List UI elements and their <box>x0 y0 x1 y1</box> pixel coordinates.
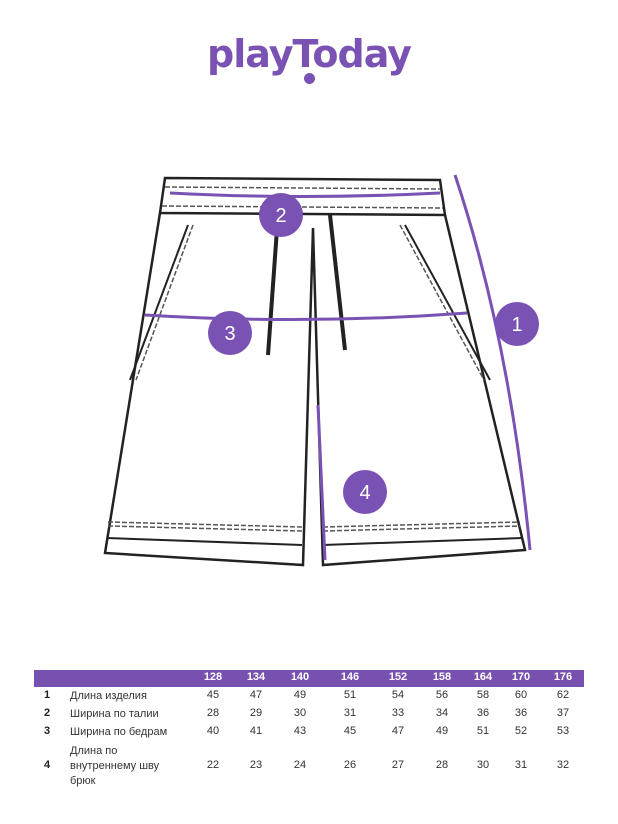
row-label: Ширина по талии <box>70 708 159 720</box>
row-number: 3 <box>44 725 51 737</box>
shorts-diagram: 1 2 3 4 <box>103 174 539 567</box>
table-cell: 31 <box>343 707 357 719</box>
table-header <box>34 670 584 687</box>
row-label: Ширина по бедрам <box>70 726 168 738</box>
table-cell: 51 <box>343 689 357 701</box>
table-cell: 31 <box>514 759 528 771</box>
table-cell: 28 <box>206 707 220 719</box>
table-cell: 26 <box>343 759 357 771</box>
table-cell: 62 <box>556 689 570 701</box>
table-cell: 23 <box>249 759 263 771</box>
row-number: 4 <box>44 759 51 771</box>
table-cell: 40 <box>206 725 220 737</box>
row-number: 1 <box>44 689 51 701</box>
size-header: 152 <box>388 671 408 683</box>
table-cell: 47 <box>391 725 405 737</box>
table-cell: 24 <box>293 759 307 771</box>
logo-dot <box>304 73 315 84</box>
table-cell: 43 <box>293 725 307 737</box>
table-cell: 51 <box>476 725 490 737</box>
size-header: 170 <box>511 671 531 683</box>
brand-logo: playToday <box>207 32 412 76</box>
table-cell: 45 <box>206 689 220 701</box>
table-cell: 30 <box>293 707 307 719</box>
table-cell: 54 <box>391 689 405 701</box>
row-label: Длина по внутреннему шву брюк <box>70 745 160 787</box>
size-header: 158 <box>432 671 452 683</box>
marker-label-1: 1 <box>511 314 522 336</box>
table-cell: 22 <box>206 759 220 771</box>
table-cell: 49 <box>293 689 307 701</box>
table-cell: 53 <box>556 725 570 737</box>
table-cell: 28 <box>435 759 449 771</box>
shorts-outline <box>103 176 527 567</box>
marker-4 <box>343 470 387 514</box>
table-cell: 41 <box>249 725 263 737</box>
table-cell: 37 <box>556 707 570 719</box>
table-cell: 36 <box>476 707 490 719</box>
table-cell: 30 <box>476 759 490 771</box>
marker-2 <box>259 193 303 237</box>
table-cell: 47 <box>249 689 263 701</box>
table-cell: 32 <box>556 759 570 771</box>
table-cell: 49 <box>435 725 449 737</box>
size-header: 146 <box>340 671 360 683</box>
marker-label-3: 3 <box>224 323 235 345</box>
row-label: Длина изделия <box>70 690 147 702</box>
size-header: 176 <box>553 671 573 683</box>
table-cell: 36 <box>514 707 528 719</box>
size-header: 128 <box>203 671 223 683</box>
size-header: 134 <box>246 671 266 683</box>
marker-label-4: 4 <box>359 482 370 504</box>
size-header: 140 <box>290 671 310 683</box>
table-cell: 52 <box>514 725 528 737</box>
marker-1 <box>495 302 539 346</box>
table-cell: 33 <box>391 707 405 719</box>
table-cell: 27 <box>391 759 405 771</box>
row-number: 2 <box>44 707 51 719</box>
table-cell: 45 <box>343 725 357 737</box>
size-header: 164 <box>473 671 493 683</box>
marker-3 <box>208 311 252 355</box>
table-cell: 58 <box>476 689 490 701</box>
table-cell: 29 <box>249 707 263 719</box>
table-cell: 60 <box>514 689 528 701</box>
table-cell: 56 <box>435 689 449 701</box>
marker-label-2: 2 <box>275 205 286 227</box>
table-cell: 34 <box>435 707 449 719</box>
